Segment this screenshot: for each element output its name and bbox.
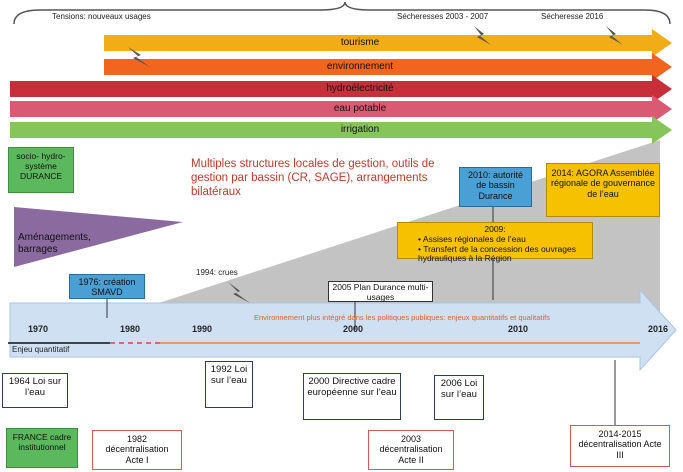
box-2009-item-1: • Assises régionales de l’eau (418, 233, 526, 244)
eau-potable-arrow (10, 95, 672, 123)
lightning-icon (228, 282, 250, 303)
bar-label-environnement: environnement (326, 61, 394, 72)
box-2014: 2014: AGORA Assemblée régionale de gouve… (546, 163, 660, 217)
year-2000: 2000 (343, 324, 364, 334)
environnement-arrow (104, 53, 672, 81)
droughts-2003-label: Sécheresses 2003 - 2007 (397, 12, 489, 21)
year-1970: 1970 (28, 324, 49, 334)
box-2009-title: 2009: (484, 224, 506, 234)
bar-label-irrigation: irrigation (340, 124, 380, 135)
year-2010: 2010 (508, 324, 529, 334)
hydroelectricite-arrow (10, 75, 672, 103)
amenagements-wedge (14, 207, 183, 267)
multiples-structures-text: Multiples structures locales de gestion,… (191, 158, 435, 198)
box-2009-item-1-text: Assises régionales de l’eau (422, 233, 526, 244)
tensions-label: Tensions: nouveaux usages (52, 12, 151, 21)
decentralisation-acte-2: 2003 décentralisation Acte II (368, 430, 454, 470)
irrigation-arrow (10, 116, 672, 144)
amenagements-label: Aménagements, barrages (18, 232, 91, 255)
lightning-icon (474, 26, 491, 45)
lightning-icon (606, 26, 623, 45)
decentralisation-acte-3: 2014-2015 décentralisation Acte III (570, 425, 670, 467)
bar-label-eau-potable: eau potable (333, 103, 387, 114)
box-2010: 2010: autorité de bassin Durance (459, 167, 532, 207)
law-1964: 1964 Loi sur l’eau (2, 373, 68, 408)
environnement-integre-text: Environnement plus intégré dans les poli… (254, 313, 551, 322)
law-2006: 2006 Loi sur l’eau (434, 375, 484, 420)
box-2009: 2009: • Assises régionales de l’eau • Tr… (397, 222, 593, 263)
timeline-arrow (9, 288, 677, 372)
bar-label-hydroelectricite: hydroélectricité (326, 83, 394, 94)
france-cadre-box: FRANCE cadre institutionnel (6, 428, 78, 468)
box-2009-item-2: • Transfert de la concession des ouvrage… (418, 243, 576, 264)
tourisme-arrow (104, 29, 672, 57)
crues-1994-label: 1994: crues (196, 268, 238, 277)
decentralisation-acte-1: 1982 décentralisation Acte I (92, 430, 182, 470)
drought-2016-label: Sécheresse 2016 (541, 12, 604, 21)
law-2000: 2000 Directive cadre européenne sur l’ea… (303, 373, 401, 420)
bar-label-tourisme: tourisme (340, 37, 380, 48)
socio-hydro-system-box: socio- hydro- système DURANCE (8, 147, 74, 193)
year-1980: 1980 (120, 324, 141, 334)
box-2009-item-2-text: Transfert de la concession des ouvrages … (418, 243, 576, 264)
top-bracket (13, 1, 671, 25)
enjeu-quantitatif-label: Enjeu quantitatif (12, 345, 70, 354)
year-1990: 1990 (192, 324, 213, 334)
law-1992: 1992 Loi sur l’eau (205, 361, 253, 408)
year-2016: 2016 (648, 324, 669, 334)
box-1976: 1976: création SMAVD (69, 274, 145, 299)
box-2005: 2005 Plan Durance multi-usages (328, 281, 433, 302)
